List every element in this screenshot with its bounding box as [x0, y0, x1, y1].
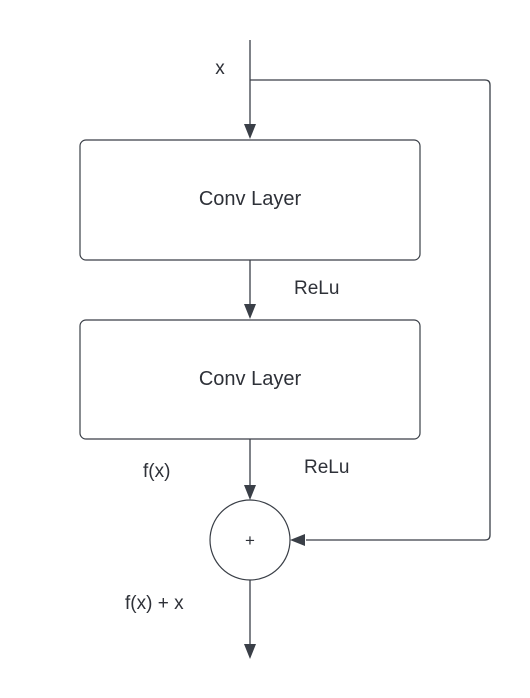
relu-1-label: ReLu: [294, 278, 339, 299]
relu-1-arrowhead: [244, 304, 256, 319]
output-arrowhead: [244, 644, 256, 659]
input-label: x: [215, 58, 225, 79]
addition-symbol: +: [245, 531, 255, 550]
relu-2-label: ReLu: [304, 457, 349, 478]
fx-label: f(x): [143, 461, 170, 482]
skip-connection-arrowhead: [290, 534, 305, 546]
input-arrowhead: [244, 124, 256, 139]
output-label: f(x) + x: [125, 593, 184, 614]
conv-layer-2-label: Conv Layer: [199, 368, 302, 390]
conv-layer-1-label: Conv Layer: [199, 188, 302, 210]
relu-2-arrowhead: [244, 485, 256, 500]
skip-connection-edge: [250, 79, 491, 541]
